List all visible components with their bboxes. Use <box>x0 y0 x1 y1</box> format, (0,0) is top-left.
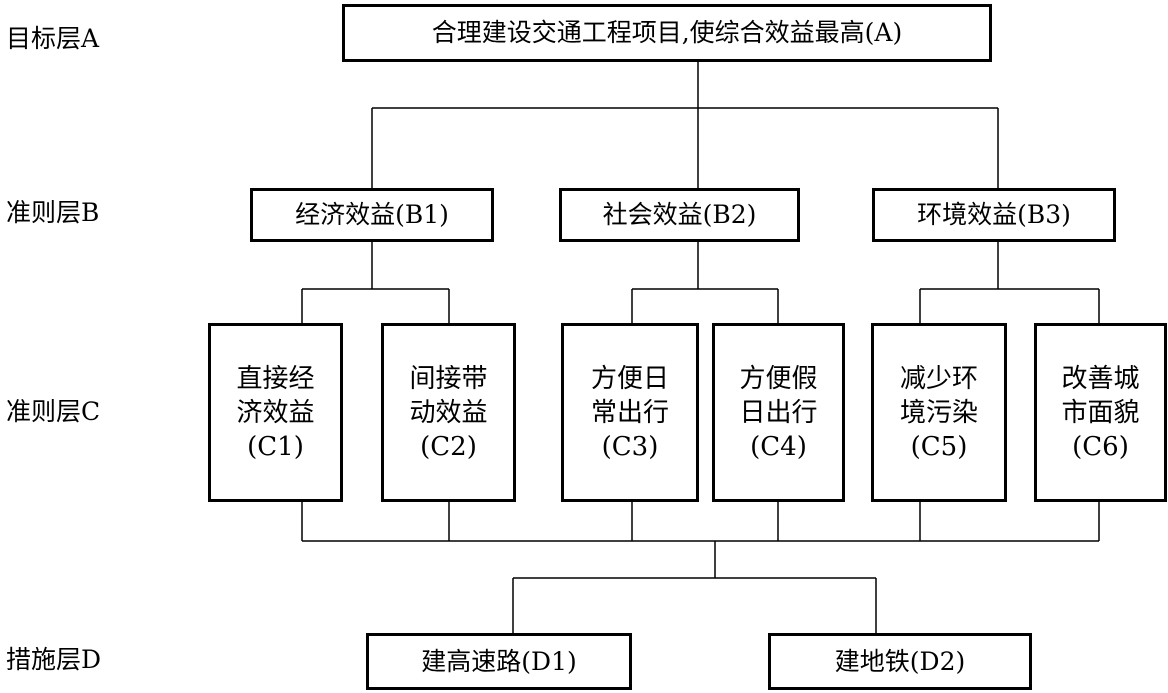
criterion-line: 改善城 <box>1061 363 1140 394</box>
criterion-line: 市面貌 <box>1061 397 1140 428</box>
criterion-line: 方便日 <box>590 363 669 394</box>
layer-label-c: 准则层C <box>6 397 101 426</box>
criterion-line: 动效益 <box>409 397 488 428</box>
criterion-box-c4: 方便假 日出行 (C4) <box>712 323 845 502</box>
criterion-code: (C3) <box>601 431 659 462</box>
criterion-box-c5: 减少环 境污染 (C5) <box>871 323 1007 502</box>
layer-label-a: 目标层A <box>6 24 100 53</box>
criterion-label: 经济效益(B1) <box>295 200 449 229</box>
goal-label: 合理建设交通工程项目,使综合效益最高(A) <box>431 18 903 47</box>
criterion-code: (C4) <box>750 431 807 462</box>
criterion-box-b3: 环境效益(B3) <box>872 188 1116 242</box>
goal-box-a: 合理建设交通工程项目,使综合效益最高(A) <box>342 4 992 62</box>
criterion-box-b1: 经济效益(B1) <box>250 188 494 242</box>
criterion-line: 济效益 <box>236 397 315 428</box>
criterion-box-c1: 直接经 济效益 (C1) <box>208 323 343 502</box>
layer-label-b: 准则层B <box>6 198 100 227</box>
criterion-line: 间接带 <box>409 363 488 394</box>
criterion-code: (C2) <box>420 431 477 462</box>
criterion-line: 境污染 <box>899 397 978 428</box>
criterion-line: 直接经 <box>236 363 315 394</box>
criterion-box-c3: 方便日 常出行 (C3) <box>561 323 699 502</box>
criterion-box-c6: 改善城 市面貌 (C6) <box>1034 323 1167 502</box>
criterion-code: (C1) <box>247 431 304 462</box>
measure-label: 建高速路(D1) <box>421 646 577 676</box>
criterion-line: 常出行 <box>590 397 669 428</box>
measure-label: 建地铁(D2) <box>834 646 966 676</box>
layer-label-d: 措施层D <box>6 645 102 674</box>
criterion-box-b2: 社会效益(B2) <box>559 188 800 242</box>
criterion-code: (C5) <box>910 431 968 462</box>
criterion-label: 环境效益(B3) <box>917 200 1071 229</box>
criterion-code: (C6) <box>1072 431 1129 462</box>
criterion-line: 日出行 <box>739 397 818 428</box>
criterion-label: 社会效益(B2) <box>602 200 757 229</box>
criterion-line: 方便假 <box>739 363 818 394</box>
measure-box-d1: 建高速路(D1) <box>366 633 632 690</box>
criterion-line: 减少环 <box>899 363 978 394</box>
measure-box-d2: 建地铁(D2) <box>768 633 1032 690</box>
criterion-box-c2: 间接带 动效益 (C2) <box>381 323 516 502</box>
